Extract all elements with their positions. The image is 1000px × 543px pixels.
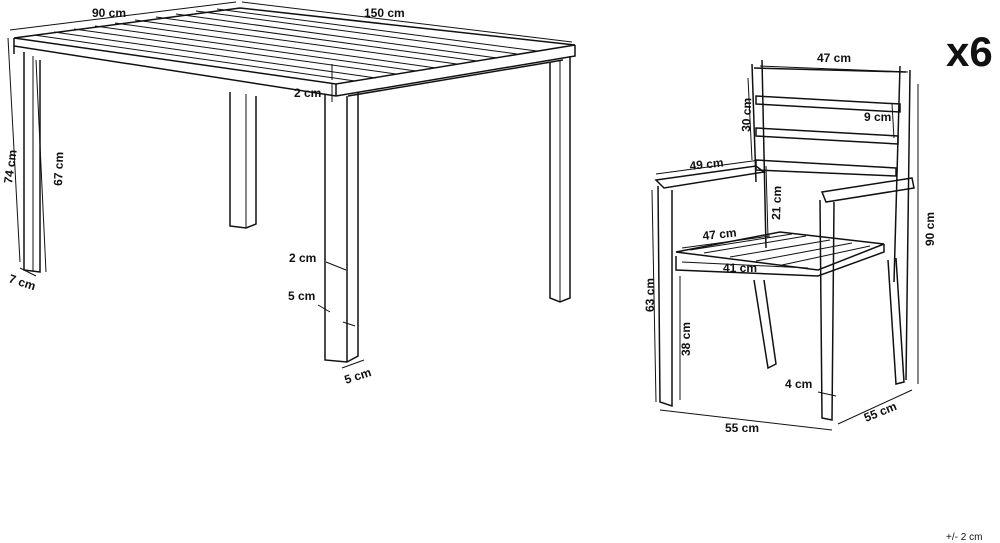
apron-front	[347, 59, 564, 97]
table-height-label: 74 cm	[1, 149, 20, 185]
rear-leg-right	[887, 257, 905, 385]
table-leg-height-label: 67 cm	[51, 152, 66, 186]
chair-back-width-label: 47 cm	[817, 51, 851, 65]
chair-arm-depth-label: 49 cm	[689, 156, 724, 173]
chair-dimension-lines	[651, 65, 919, 431]
tabletop-slats	[33, 8, 538, 82]
quantity-badge: x6	[946, 28, 993, 75]
chair-seat-height-label: 38 cm	[679, 322, 693, 356]
table-drawing: 90 cm 150 cm 2 cm 74 cm 67 cm 7 cm 2 cm …	[1, 1, 576, 387]
table-leg-section-b-label: 5 cm	[343, 365, 373, 387]
seat-frame	[675, 244, 885, 277]
chair-total-height-label: 90 cm	[923, 212, 937, 246]
chair-arm-height-label: 63 cm	[643, 278, 657, 312]
chair-drawing: 47 cm 30 cm 9 cm 49 cm 21 cm 47 cm 41 cm…	[643, 51, 937, 435]
chair-slat-height-label: 9 cm	[864, 110, 891, 124]
chair-back-height-label: 30 cm	[739, 98, 754, 132]
table-dimension-lines	[7, 1, 573, 369]
back-slat-2	[755, 127, 899, 145]
armrest-right	[820, 177, 915, 203]
front-leg-right	[819, 199, 835, 421]
table-leg-inset-label: 2 cm	[289, 251, 316, 265]
rear-leg-left	[753, 279, 777, 370]
back-post-right	[893, 65, 901, 283]
back-slat-1	[755, 95, 901, 113]
tolerance-note: +/- 2 cm	[946, 532, 982, 543]
chair-footprint-depth-label: 55 cm	[862, 399, 899, 425]
table-depth-label: 90 cm	[92, 6, 126, 20]
table-top-thickness-label: 2 cm	[294, 86, 321, 100]
table-legs	[23, 52, 571, 363]
armrest-left	[654, 165, 766, 189]
chair-seat-width-label: 47 cm	[702, 226, 737, 243]
front-leg-left	[657, 185, 673, 408]
chair-back-to-seat-label: 21 cm	[769, 186, 784, 220]
chair-leg-size-label: 4 cm	[785, 377, 812, 391]
table-width-label: 150 cm	[364, 6, 405, 20]
back-slat-3	[755, 159, 897, 177]
chair-seat-depth-label: 41 cm	[723, 261, 757, 275]
back-post-left	[761, 59, 767, 249]
table-leg-section-a-label: 5 cm	[288, 289, 315, 303]
chair-footprint-width-label: 55 cm	[725, 421, 759, 435]
